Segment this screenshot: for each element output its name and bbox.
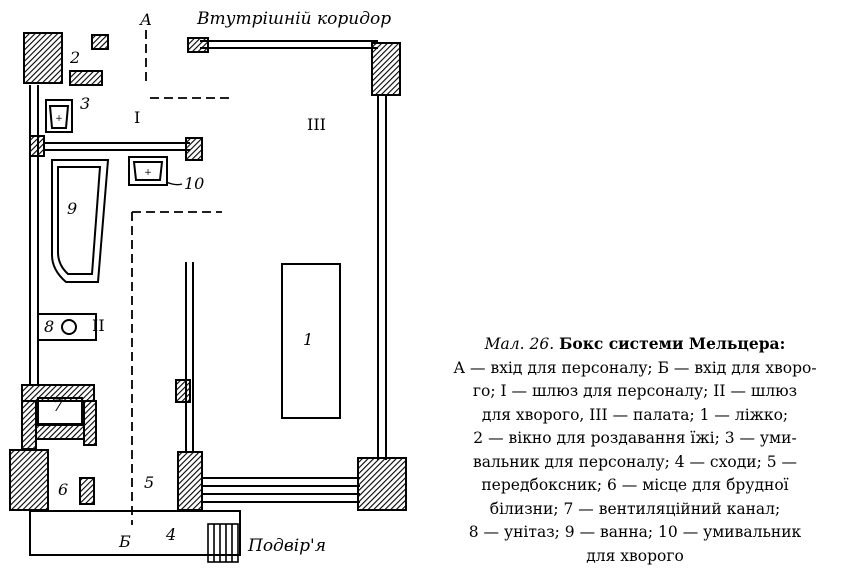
entry-b-label: Б xyxy=(119,532,131,551)
caption-line: білизни; 7 — вентиляційний канал; xyxy=(489,499,781,518)
caption-line: для хворого, III — палата; 1 — ліжко; xyxy=(481,405,789,424)
caption-line: 8 — унітаз; 9 — ванна; 10 — умивальник xyxy=(468,523,802,541)
staff-washbasin: + xyxy=(45,99,73,133)
entry-a-label: А xyxy=(140,10,153,29)
num-9: 9 xyxy=(67,199,78,218)
svg-text:+: + xyxy=(144,168,152,178)
yard-label: Подвір'я xyxy=(248,536,326,556)
masonry-walls xyxy=(9,32,407,511)
pointer-10 xyxy=(165,181,183,186)
num-1: 1 xyxy=(303,330,314,349)
bathtub xyxy=(51,159,110,283)
num-10: 10 xyxy=(184,174,205,193)
num-7: 7 xyxy=(53,396,64,415)
num-3: 3 xyxy=(80,94,91,113)
caption-prefix: Мал. 26. xyxy=(484,335,555,353)
caption-line: передбоксник; 6 — місце для брудної xyxy=(481,476,789,494)
svg-text:+: + xyxy=(55,114,63,124)
bed xyxy=(281,263,341,419)
num-6: 6 xyxy=(58,480,69,499)
patient-washbasin: + xyxy=(128,156,168,186)
room-2-label: II xyxy=(92,316,105,335)
vent-channel xyxy=(37,397,83,425)
num-2: 2 xyxy=(70,48,81,67)
caption-head: Мал. 26. Бокс системи Мельцера: xyxy=(425,332,845,357)
caption-line: вальник для персоналу; 4 — сходи; 5 — xyxy=(472,452,798,471)
num-5: 5 xyxy=(144,473,155,492)
corridor-label: Втутрішній коридор xyxy=(197,9,392,29)
caption-line: А — вхід для персоналу; Б — вхід для хво… xyxy=(453,358,817,377)
entrance-lines xyxy=(131,30,232,525)
figure-caption: Мал. 26. Бокс системи Мельцера: А — вхід… xyxy=(425,332,845,568)
num-4: 4 xyxy=(166,525,177,544)
room-3-label: III xyxy=(307,115,326,134)
yard-steps xyxy=(207,523,239,563)
caption-line: 2 — вікно для роздавання їжі; 3 — уми- xyxy=(473,429,797,447)
caption-line: для хворого xyxy=(586,546,684,565)
platform xyxy=(29,510,241,556)
num-8: 8 xyxy=(44,317,55,336)
toilet xyxy=(37,313,97,341)
floor-plan: + + xyxy=(9,30,407,563)
caption-line: го; I — шлюз для персоналу; II — шлюз xyxy=(472,382,798,400)
caption-title: Бокс системи Мельцера: xyxy=(559,334,786,353)
room-1-label: I xyxy=(134,108,141,127)
